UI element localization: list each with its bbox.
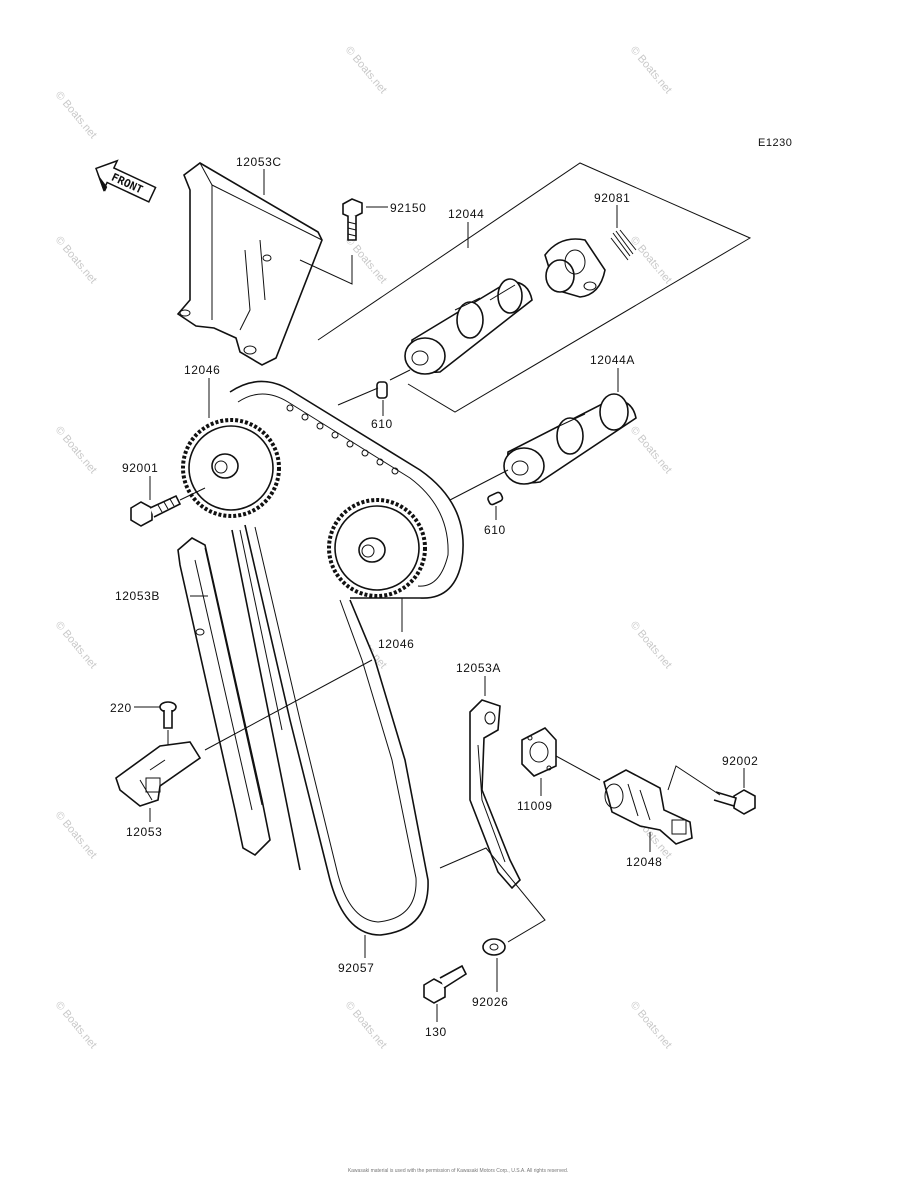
watermark: © Boats.net: [628, 619, 674, 671]
watermark: © Boats.net: [628, 44, 674, 96]
sprocket-12046-upper: [181, 418, 281, 518]
footer-copyright: Kawasaki material is used with the permi…: [348, 1168, 568, 1174]
label-11009: 11009: [517, 799, 552, 813]
sprocket-12046-lower: [327, 498, 427, 598]
watermark: © Boats.net: [53, 619, 99, 671]
label-12048: 12048: [626, 855, 662, 869]
label-610-lower: 610: [484, 523, 506, 537]
watermark: © Boats.net: [53, 89, 99, 141]
watermark: © Boats.net: [343, 44, 389, 96]
camshaft-12044: [404, 278, 533, 375]
watermark: © Boats.net: [53, 424, 99, 476]
pin-610-lower: [487, 491, 504, 506]
front-arrow-icon: FRONT: [95, 159, 157, 203]
screw-220: [159, 701, 177, 729]
watermark: © Boats.net: [628, 999, 674, 1051]
bracket-12053c: [176, 162, 323, 366]
bolt-92150: [342, 198, 363, 241]
chain-links: [286, 404, 399, 475]
label-12046-lower: 12046: [378, 637, 414, 651]
label-12046-upper: 12046: [184, 363, 220, 377]
bolt-130: [423, 964, 468, 1004]
chain-guide-12053a: [469, 699, 521, 890]
watermark: © Boats.net: [53, 234, 99, 286]
bolt-92002: [713, 789, 756, 815]
watermark: © Boats.net: [343, 234, 389, 286]
label-92001: 92001: [122, 461, 158, 475]
label-12053a: 12053A: [456, 661, 501, 675]
watermark: © Boats.net: [628, 234, 674, 286]
label-12044a: 12044A: [590, 353, 635, 367]
chain-tensioner-12048: [603, 769, 693, 845]
label-12053: 12053: [126, 825, 162, 839]
label-12053b: 12053B: [115, 589, 160, 603]
camshaft-12044a: [503, 393, 637, 485]
label-92057: 92057: [338, 961, 374, 975]
watermark: © Boats.net: [53, 809, 99, 861]
pin-610-upper: [376, 381, 388, 399]
watermark: © Boats.net: [628, 424, 674, 476]
washer-92026: [482, 938, 506, 956]
label-12044: 12044: [448, 207, 484, 221]
label-92002: 92002: [722, 754, 758, 768]
label-12053c: 12053C: [236, 155, 282, 169]
bolt-92001: [130, 494, 182, 527]
cam-sprocket-holder: [544, 238, 606, 298]
watermark: © Boats.net: [343, 999, 389, 1051]
chain-guide-12053b: [177, 537, 271, 857]
gasket-11009: [521, 727, 557, 777]
label-92081: 92081: [594, 191, 630, 205]
spring-92081: [610, 229, 637, 261]
label-130: 130: [425, 1025, 447, 1039]
label-92026: 92026: [472, 995, 508, 1009]
label-92150: 92150: [390, 201, 426, 215]
label-610-upper: 610: [371, 417, 393, 431]
label-220: 220: [110, 701, 132, 715]
chain-guide-12053: [115, 741, 202, 807]
watermark: © Boats.net: [53, 999, 99, 1051]
diagram-code: E1230: [758, 137, 792, 149]
